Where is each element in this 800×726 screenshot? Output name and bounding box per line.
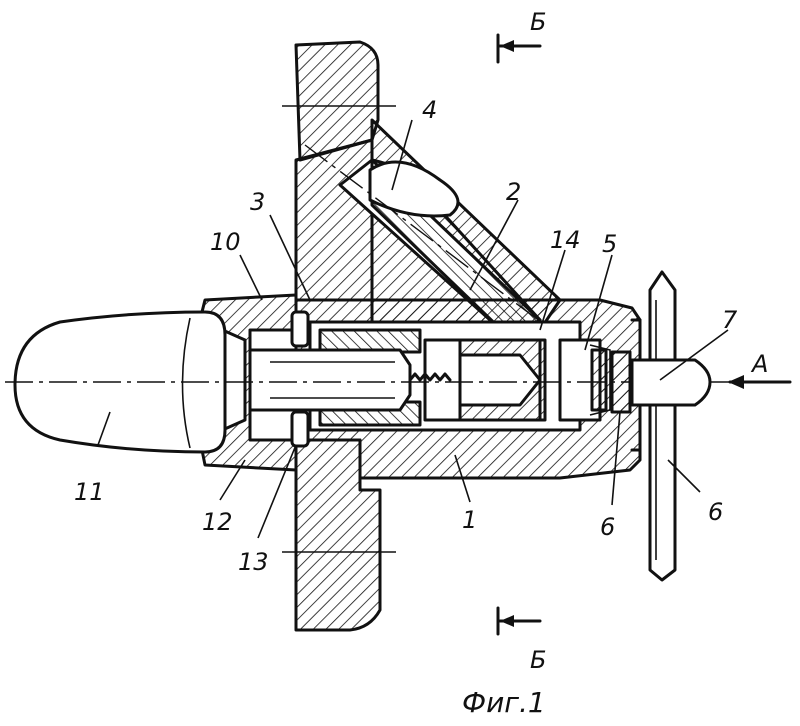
part-label-1: 1 (462, 506, 477, 534)
view-label: А (750, 350, 768, 378)
part-label-7: 6 (600, 513, 615, 541)
part-label-2: 2 (506, 178, 521, 206)
push-rod (250, 350, 410, 410)
part-label-9: 7 (722, 306, 738, 334)
view-arrow: А (728, 350, 790, 389)
part-label-13: 13 (238, 548, 269, 576)
part-label-6: 6 (708, 498, 723, 526)
section-label-bottom: Б (530, 646, 546, 674)
part-label-4: 4 (422, 96, 437, 124)
part-label-12: 12 (202, 508, 233, 536)
section-label-top: Б (530, 8, 546, 36)
part-label-14: 14 (550, 226, 581, 254)
part-label-5: 5 (602, 230, 617, 258)
section-mark-bottom: Б (498, 608, 546, 674)
part-label-10: 10 (210, 228, 241, 256)
part-label-11: 11 (74, 478, 105, 506)
part-label-3: 3 (250, 188, 265, 216)
figure-caption: Фиг.1 (462, 686, 546, 719)
section-mark-top: Б (498, 8, 546, 62)
